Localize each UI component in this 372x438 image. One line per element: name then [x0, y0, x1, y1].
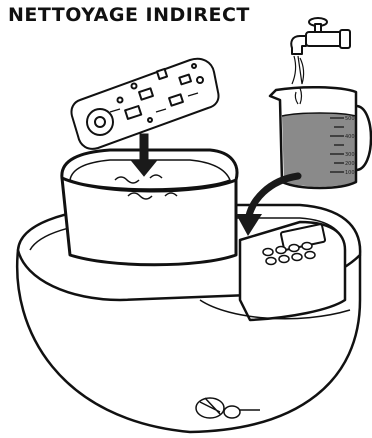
beaker-mark-400: 400 [345, 134, 355, 140]
beaker-mark-200: 200 [345, 161, 355, 167]
faucet [291, 18, 350, 84]
beaker-mark-500: 500 [345, 116, 355, 122]
beaker [270, 87, 371, 188]
beaker-mark-300: 300 [345, 152, 355, 158]
beaker-mark-100: 100 [345, 170, 355, 176]
